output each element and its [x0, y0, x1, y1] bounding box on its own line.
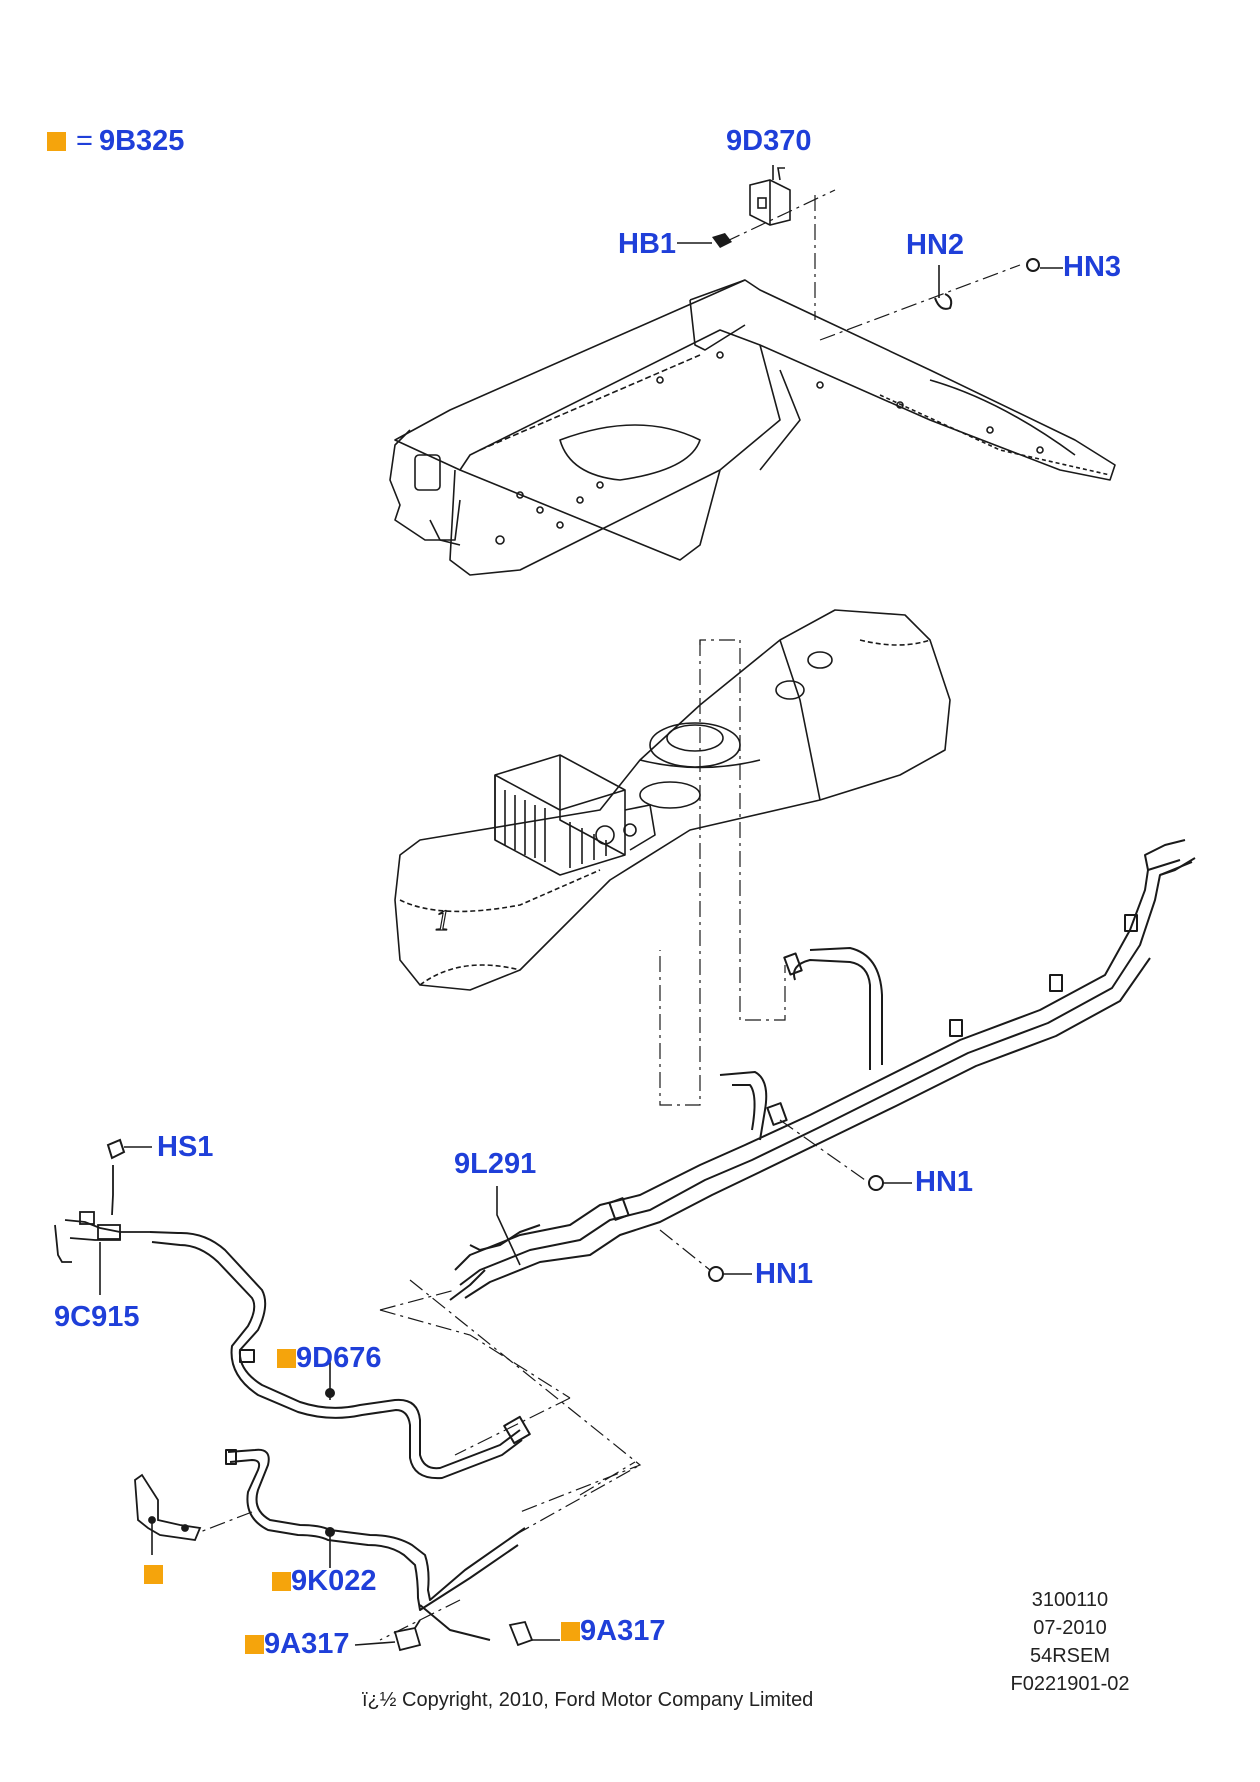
nut-hn3-icon [1026, 258, 1040, 272]
reference-block: 3100110 07-2010 54RSEM F0221901-02 [990, 1586, 1150, 1698]
sensor-hs1-icon [106, 1138, 126, 1160]
fuel-tank: 1 [394, 609, 951, 991]
bracket-marker [144, 1560, 163, 1589]
label-9d676-text: 9D676 [296, 1342, 382, 1374]
clip-hb1-icon [712, 233, 732, 248]
label-hn1-lower: HN1 [755, 1258, 814, 1290]
ref-line: 3100110 [1031, 1589, 1109, 1611]
label-hb1: HB1 [618, 228, 677, 260]
copyright: ï¿½ Copyright, 2010, Ford Motor Company … [362, 1689, 814, 1711]
ref-line: 07-2010 [1033, 1617, 1107, 1639]
orange-square-icon [272, 1572, 291, 1591]
frame-crossmember [389, 279, 1116, 576]
label-9d370: 9D370 [726, 125, 812, 157]
label-9a317-left-text: 9A317 [264, 1628, 350, 1660]
tank-mark: 1 [435, 904, 450, 937]
sensor-9c915-icon [54, 1165, 150, 1263]
legend-equals: = [76, 125, 93, 157]
fuel-line-9l291 [449, 839, 1196, 1301]
orange-square-icon [245, 1635, 264, 1654]
ref-line: F0221901-02 [1010, 1673, 1130, 1695]
legend: =9B325 [47, 127, 184, 156]
evap-canister [494, 754, 656, 876]
clip-hn2-icon [934, 293, 953, 310]
fuel-line-9k022 [225, 1448, 526, 1641]
label-9k022-text: 9K022 [291, 1565, 377, 1597]
label-hn1-upper: HN1 [915, 1166, 974, 1198]
clip-9a317-right-icon [508, 1620, 534, 1647]
label-hn2: HN2 [906, 229, 965, 261]
orange-square-icon [561, 1622, 580, 1641]
label-hs1: HS1 [157, 1131, 214, 1163]
orange-square-icon [277, 1349, 296, 1368]
valve-9d370-icon [749, 167, 791, 226]
orange-square-icon [144, 1565, 163, 1584]
label-9l291: 9L291 [454, 1148, 537, 1180]
label-9d676: 9D676 [277, 1344, 381, 1373]
assembly-dashed-lines [199, 189, 1021, 1641]
label-hn3: HN3 [1063, 251, 1122, 283]
clip-9a317-left-icon [393, 1619, 422, 1652]
bracket-icon [134, 1473, 202, 1541]
orange-square-icon [47, 132, 66, 151]
ref-line: 54RSEM [1029, 1645, 1111, 1667]
nut-hn1-upper-icon [868, 1175, 884, 1191]
nut-hn1-lower-icon [708, 1266, 724, 1282]
label-9a317-left: 9A317 [245, 1630, 349, 1659]
label-9a317-right: 9A317 [561, 1617, 665, 1646]
label-9a317-right-text: 9A317 [580, 1615, 666, 1647]
label-9k022: 9K022 [272, 1567, 376, 1596]
leader-lines [99, 165, 1063, 1646]
legend-code: 9B325 [98, 125, 185, 157]
label-9c915: 9C915 [54, 1301, 140, 1333]
